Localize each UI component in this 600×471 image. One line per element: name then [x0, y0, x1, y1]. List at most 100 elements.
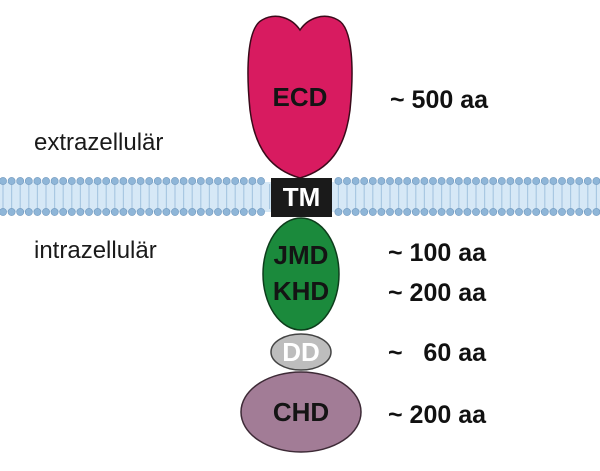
lipid-head [214, 208, 222, 216]
lipid-head [231, 177, 240, 185]
lipid-head [403, 177, 412, 185]
lipid-head [549, 208, 558, 216]
lipid-head [102, 177, 111, 185]
lipid-head [575, 177, 584, 185]
lipid-head [411, 208, 420, 216]
lipid-head [334, 177, 343, 185]
lipid-head [85, 177, 93, 185]
lipid-head [42, 177, 50, 185]
lipid-head [429, 208, 437, 216]
lipid-head [205, 177, 214, 185]
lipid-head [575, 208, 584, 216]
lipid-head [7, 208, 16, 216]
lipid-head [179, 208, 188, 216]
lipid-head [592, 177, 600, 185]
lipid-head [360, 208, 369, 216]
lipid-head [583, 177, 592, 185]
chd-label: CHD [273, 397, 329, 427]
lipid-head [76, 208, 85, 216]
lipid-head [153, 208, 162, 216]
lipid-head [454, 177, 463, 185]
lipid-head [480, 208, 489, 216]
lipid-head [248, 208, 257, 216]
lipid-head [343, 208, 351, 216]
lipid-head [386, 177, 394, 185]
lipid-head [93, 208, 102, 216]
lipid-head [119, 208, 128, 216]
lipid-head [7, 177, 16, 185]
lipid-head [59, 177, 68, 185]
lipid-head [145, 177, 154, 185]
lipid-head [472, 177, 480, 185]
chd-size-label: ~ 200 aa [388, 401, 487, 429]
lipid-head [50, 208, 59, 216]
lipid-head [454, 208, 463, 216]
khd-label: KHD [273, 276, 329, 306]
membrane-head-row-top [0, 177, 600, 185]
lipid-head [33, 177, 42, 185]
khd-size-label: ~ 200 aa [388, 279, 487, 307]
lipid-head [153, 177, 162, 185]
lipid-head [110, 177, 119, 185]
chd-domain-shape [240, 371, 362, 453]
lipid-head [239, 177, 248, 185]
lipid-head [248, 177, 257, 185]
lipid-head [515, 208, 523, 216]
dd-domain-shape [270, 333, 332, 371]
lipid-head [420, 208, 429, 216]
lipid-head [437, 177, 446, 185]
membrane-head-row-bottom [0, 208, 600, 216]
lipid-head [257, 208, 265, 216]
lipid-head [394, 208, 403, 216]
lipid-head [592, 208, 600, 216]
tm-label: TM [283, 182, 321, 212]
lipid-head [24, 177, 33, 185]
lipid-head [196, 208, 205, 216]
lipid-head [222, 208, 231, 216]
lipid-head [506, 177, 515, 185]
lipid-head [171, 208, 179, 216]
lipid-head [437, 208, 446, 216]
lipid-head [506, 208, 515, 216]
lipid-head [446, 177, 455, 185]
jmd-size-label: ~ 100 aa [388, 239, 487, 267]
lipid-head [377, 208, 386, 216]
lipid-head [205, 208, 214, 216]
lipid-head [0, 208, 7, 216]
lipid-head [368, 177, 377, 185]
lipid-head [411, 177, 420, 185]
lipid-head [515, 177, 523, 185]
lipid-head [351, 208, 360, 216]
dd-size-label: ~ 60 aa [388, 339, 487, 367]
extracellular-label: extrazellulär [34, 129, 163, 156]
lipid-head [136, 208, 145, 216]
lipid-head [33, 208, 42, 216]
lipid-head [386, 208, 394, 216]
lipid-head [489, 177, 498, 185]
lipid-head [50, 177, 59, 185]
jmd-label: JMD [274, 240, 329, 270]
lipid-head [179, 177, 188, 185]
lipid-head [136, 177, 145, 185]
lipid-head [446, 208, 455, 216]
lipid-head [351, 177, 360, 185]
lipid-head [171, 177, 179, 185]
lipid-head [558, 208, 566, 216]
intracellular-label: intrazellulär [34, 237, 157, 264]
lipid-head [334, 208, 343, 216]
lipid-head [145, 208, 154, 216]
lipid-head [110, 208, 119, 216]
lipid-head [24, 208, 33, 216]
lipid-head [489, 208, 498, 216]
lipid-head [67, 208, 76, 216]
lipid-head [532, 208, 541, 216]
lipid-head [231, 208, 240, 216]
lipid-head [523, 208, 532, 216]
ecd-size-label: ~ 500 aa [390, 86, 489, 114]
lipid-head [239, 208, 248, 216]
lipid-head [480, 177, 489, 185]
lipid-head [394, 177, 403, 185]
lipid-head [540, 208, 549, 216]
lipid-head [368, 208, 377, 216]
